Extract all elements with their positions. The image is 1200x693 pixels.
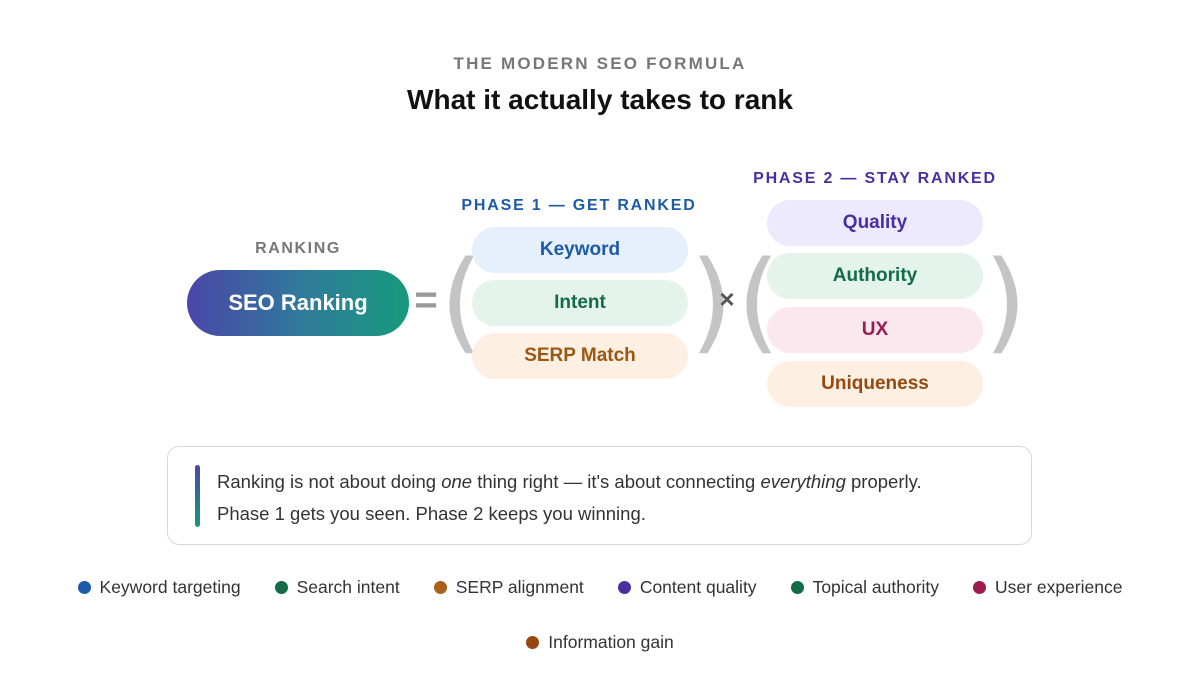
callout-text: Ranking is not about doing one thing rig… (217, 466, 1017, 530)
eyebrow-heading: THE MODERN SEO FORMULA (453, 54, 747, 73)
legend-dot (77, 581, 91, 594)
phase1-close-paren: ) (690, 237, 733, 365)
phase2-close-paren: ) (984, 237, 1027, 365)
pill-serp-match: SERP Match (472, 333, 688, 379)
pill-ux: UX (767, 307, 983, 353)
phase2-label: PHASE 2 — STAY RANKED (753, 170, 997, 187)
callout-accent-bar (195, 465, 200, 527)
legend-item-search-intent: Search intent (274, 577, 400, 598)
legend-dot (274, 581, 288, 594)
equals-sign: = (414, 278, 438, 322)
legend-item-keyword-targeting: Keyword targeting (77, 577, 241, 598)
ranking-label: RANKING (255, 240, 341, 257)
multiply-sign: × (719, 284, 735, 314)
pill-intent: Intent (472, 280, 688, 326)
pill-quality: Quality (767, 200, 983, 246)
legend-row-1: Keyword targeting Search intent SERP ali… (0, 577, 1200, 598)
insight-callout (167, 446, 1032, 545)
legend-item-serp-alignment: SERP alignment (433, 577, 584, 598)
pill-authority: Authority (767, 253, 983, 299)
pill-keyword: Keyword (472, 227, 688, 273)
legend-dot (617, 581, 631, 594)
legend-dot (973, 581, 987, 594)
legend-item-content-quality: Content quality (617, 577, 757, 598)
legend-row-2: Information gain (0, 632, 1200, 653)
legend-dot (790, 581, 804, 594)
pill-uniqueness: Uniqueness (767, 361, 983, 407)
seo-ranking-pill: SEO Ranking (187, 270, 409, 336)
legend-item-topical-authority: Topical authority (790, 577, 939, 598)
callout-line-2: Phase 1 gets you seen. Phase 2 keeps you… (217, 503, 646, 524)
phase1-label: PHASE 1 — GET RANKED (461, 197, 697, 214)
legend-item-user-experience: User experience (973, 577, 1122, 598)
page-title: What it actually takes to rank (407, 84, 793, 115)
legend-dot (433, 581, 447, 594)
legend-dot (526, 636, 540, 649)
legend-item-information-gain: Information gain (526, 632, 674, 653)
callout-line-1: Ranking is not about doing one thing rig… (217, 471, 922, 492)
